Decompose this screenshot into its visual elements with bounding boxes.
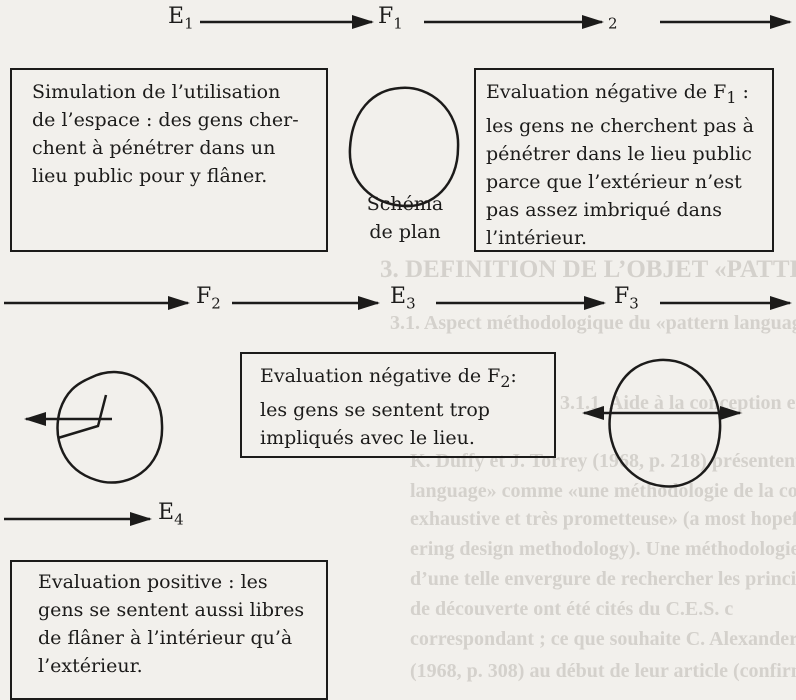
positive-line: Evaluation positive : les: [38, 571, 268, 593]
simulation-line: chent à pénétrer dans un: [32, 137, 276, 159]
label-e1: E1: [168, 4, 194, 33]
simulation-line: de l’espace : des gens cher-: [32, 109, 299, 131]
plan-circle-f3: [608, 358, 722, 488]
eval-f1-line: pénétrer dans le lieu public: [486, 142, 752, 165]
caption-line: de plan: [369, 221, 441, 243]
eval-f1-line: les gens ne cherchent pas à: [486, 114, 754, 137]
background-line: language» comme «une méthodologie de la …: [410, 480, 796, 502]
label-e4: E4: [158, 500, 184, 529]
evaluation-f2-box: Evaluation négative de F2: les gens se s…: [240, 352, 556, 458]
eval-f1-line: pas assez imbriqué dans: [486, 198, 722, 221]
background-line: correspondant ; ce que souhaite C. Alexa…: [410, 628, 796, 650]
caption-line: Schéma: [366, 193, 444, 215]
background-line: 3. DEFINITION DE L’OBJET «PATTERN LA: [380, 256, 796, 283]
plan-caption: Schéma de plan: [350, 190, 460, 246]
background-line: 3.1. Aspect méthodologique du «pattern l…: [390, 312, 796, 334]
simulation-line: lieu public pour y flâner.: [32, 165, 268, 187]
eval-f1-line: parce que l’extérieur n’est: [486, 170, 742, 193]
label-f1: F1: [378, 4, 403, 33]
background-line: exhaustive et très prometteuse» (a most …: [410, 508, 796, 530]
eval-f1-line: l’intérieur.: [486, 226, 587, 249]
plan-circle-f1: [348, 86, 460, 208]
positive-line: gens se sentent aussi libres: [38, 599, 305, 621]
simulation-line: Simulation de l’utilisation: [32, 81, 281, 103]
eval-f2-line: Evaluation négative de F2:: [260, 365, 517, 391]
background-line: ering design methodology). Une méthodolo…: [410, 538, 796, 560]
eval-f2-line: les gens se sentent trop: [260, 398, 490, 421]
background-line: d’une telle envergure de rechercher les …: [410, 568, 796, 590]
simulation-box: Simulation de l’utilisation de l’espace …: [10, 68, 328, 252]
label-f3: F3: [614, 284, 639, 313]
evaluation-f1-box: Evaluation négative de F1 : les gens ne …: [474, 68, 774, 252]
eval-f2-line: impliqués avec le lieu.: [260, 426, 475, 449]
label-f2: F2: [196, 284, 221, 313]
background-line: (1968, p. 308) au début de leur article …: [410, 660, 796, 682]
positive-line: l’extérieur.: [38, 655, 143, 677]
eval-f1-line: Evaluation négative de F1 :: [486, 81, 749, 107]
label-e2: 2: [608, 14, 618, 33]
evaluation-positive-box: Evaluation positive : les gens se senten…: [10, 560, 328, 700]
plan-circle-f2: [56, 370, 164, 484]
label-e3: E3: [390, 284, 416, 313]
background-line: K. Duffy et J. Torrey (1968, p. 218) pré…: [410, 450, 796, 472]
background-line: de découverte ont été cités du C.E.S. c: [410, 598, 734, 620]
positive-line: de flâner à l’intérieur qu’à: [38, 627, 293, 649]
